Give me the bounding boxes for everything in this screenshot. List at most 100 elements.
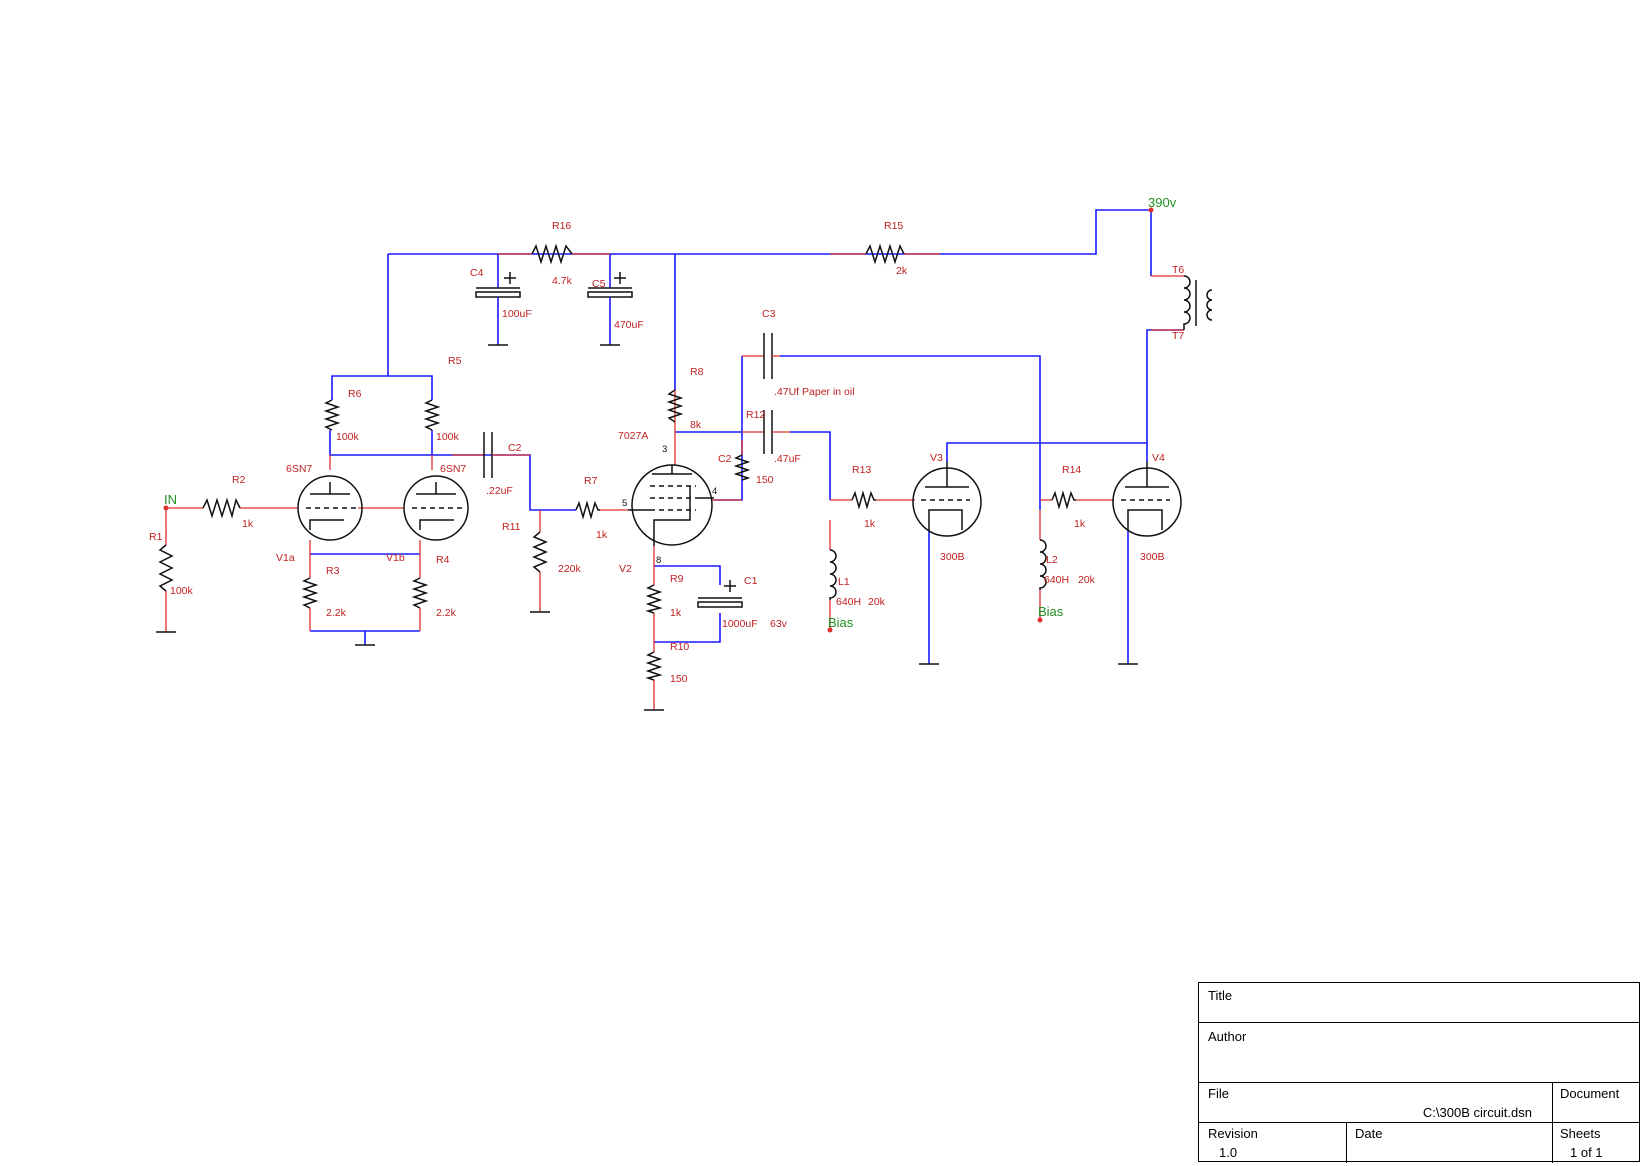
resistor-r11 <box>532 531 548 573</box>
labels: IN 390v Bias Bias R1 100k R2 1k 6SN7 V1a… <box>149 195 1184 685</box>
r7-ref: R7 <box>584 475 598 487</box>
capacitor-c3 <box>742 333 780 379</box>
v2-pin-4: 4 <box>712 486 717 497</box>
net-b-plus: 390v <box>1148 195 1177 210</box>
inductors <box>829 275 1213 600</box>
sheets-label: Sheets <box>1560 1126 1601 1141</box>
c2b-ref: C2 <box>718 453 732 465</box>
file-value: C:\300B circuit.dsn <box>1422 1105 1532 1120</box>
r11-ref: R11 <box>502 521 521 533</box>
r14-ref: R14 <box>1062 464 1081 476</box>
resistor-r12 <box>733 454 751 481</box>
revision-value: 1.0 <box>1219 1145 1238 1160</box>
r2-value: 1k <box>242 518 254 530</box>
resistor-r8 <box>666 389 684 423</box>
c1-value: 1000uF <box>722 618 758 630</box>
r3-value: 2.2k <box>326 607 347 619</box>
resistor-r9 <box>645 584 663 614</box>
resistor-r3 <box>301 577 319 609</box>
r11-value: 220k <box>558 563 582 575</box>
l2-ref: L2 <box>1046 554 1058 566</box>
v2-pin-5: 5 <box>622 498 627 509</box>
r10-ref: R10 <box>670 641 689 653</box>
r2-ref: R2 <box>232 474 246 486</box>
r5-value: 100k <box>436 431 460 443</box>
document-cell: Document <box>1553 1083 1641 1122</box>
tube-v4 <box>1112 462 1182 537</box>
output-transformer <box>1183 275 1213 330</box>
resistor-r14 <box>1051 490 1076 510</box>
resistor-r5 <box>423 399 441 431</box>
v2-type: 7027A <box>618 430 648 442</box>
l2-value2: 20k <box>1078 574 1096 586</box>
l1-value: 640H <box>836 596 861 608</box>
v3-type: 300B <box>940 551 965 563</box>
r15-value: 2k <box>896 265 908 277</box>
inductor-l1 <box>829 549 837 600</box>
v2-ref: V2 <box>619 563 632 575</box>
component-leads <box>165 253 1184 710</box>
file-row: File C:\300B circuit.dsn Document <box>1199 1083 1639 1123</box>
r8-value: 8k <box>690 419 702 431</box>
l2-value: 640H <box>1044 574 1069 586</box>
resistors <box>158 243 1076 681</box>
v1a-ref: V1a <box>276 552 295 564</box>
c1-ref: C1 <box>744 575 758 587</box>
capacitor-c2b <box>742 410 790 454</box>
l1-value2: 20k <box>868 596 886 608</box>
r9-value: 1k <box>670 607 682 619</box>
tube-v1a <box>297 475 363 541</box>
r16-ref: R16 <box>552 220 571 232</box>
c2-value: .22uF <box>486 485 513 497</box>
author-row: Author <box>1199 1023 1639 1083</box>
resistor-r7 <box>575 500 600 520</box>
date-cell: Date <box>1347 1123 1553 1163</box>
c1-voltage: 63v <box>770 618 788 630</box>
r7-value: 1k <box>596 529 608 541</box>
file-cell: File C:\300B circuit.dsn <box>1199 1083 1553 1122</box>
title-row: Title <box>1199 983 1639 1023</box>
revision-cell: Revision 1.0 <box>1199 1123 1347 1163</box>
v4-type: 300B <box>1140 551 1165 563</box>
r13-ref: R13 <box>852 464 871 476</box>
r1-ref: R1 <box>149 531 163 543</box>
tubes <box>297 462 1182 546</box>
resistor-r6 <box>323 399 341 431</box>
capacitor-c1 <box>697 580 743 608</box>
r5-ref: R5 <box>448 355 462 367</box>
capacitor-c4 <box>475 272 521 346</box>
r3-ref: R3 <box>326 565 340 577</box>
r4-ref: R4 <box>436 554 450 566</box>
v2-pin-8: 8 <box>656 555 661 566</box>
capacitors <box>452 272 790 608</box>
c2-ref: C2 <box>508 442 522 454</box>
transformer-t7: T7 <box>1172 330 1184 342</box>
r1-value: 100k <box>170 585 194 597</box>
v2-pin-3: 3 <box>662 444 667 455</box>
tube-v2 <box>628 464 714 546</box>
r14-value: 1k <box>1074 518 1086 530</box>
r10-value: 150 <box>670 673 688 685</box>
c2b-value: .47uF <box>774 453 801 465</box>
resistor-r10 <box>645 651 663 681</box>
tube-v3 <box>912 462 982 537</box>
l1-ref: L1 <box>838 576 850 588</box>
r12-ref: R12 <box>746 409 765 421</box>
capacitor-c5 <box>587 272 633 346</box>
v1b-type: 6SN7 <box>440 463 466 475</box>
resistor-r1 <box>158 544 174 592</box>
resistor-r13 <box>851 490 876 510</box>
resistor-r2 <box>202 497 241 519</box>
sheets-cell: Sheets 1 of 1 <box>1553 1123 1641 1163</box>
author-label: Author <box>1208 1029 1247 1044</box>
r6-value: 100k <box>336 431 360 443</box>
sheets-value: 1 of 1 <box>1570 1145 1603 1160</box>
transformer-t6: T6 <box>1172 264 1184 276</box>
r13-value: 1k <box>864 518 876 530</box>
net-bias-2: Bias <box>1038 604 1064 619</box>
net-in: IN <box>164 492 177 507</box>
inductor-l2 <box>1039 539 1047 590</box>
ground-symbols <box>156 611 1138 711</box>
junction-dots <box>163 207 1154 633</box>
revision-row: Revision 1.0 Date Sheets 1 of 1 <box>1199 1123 1639 1163</box>
